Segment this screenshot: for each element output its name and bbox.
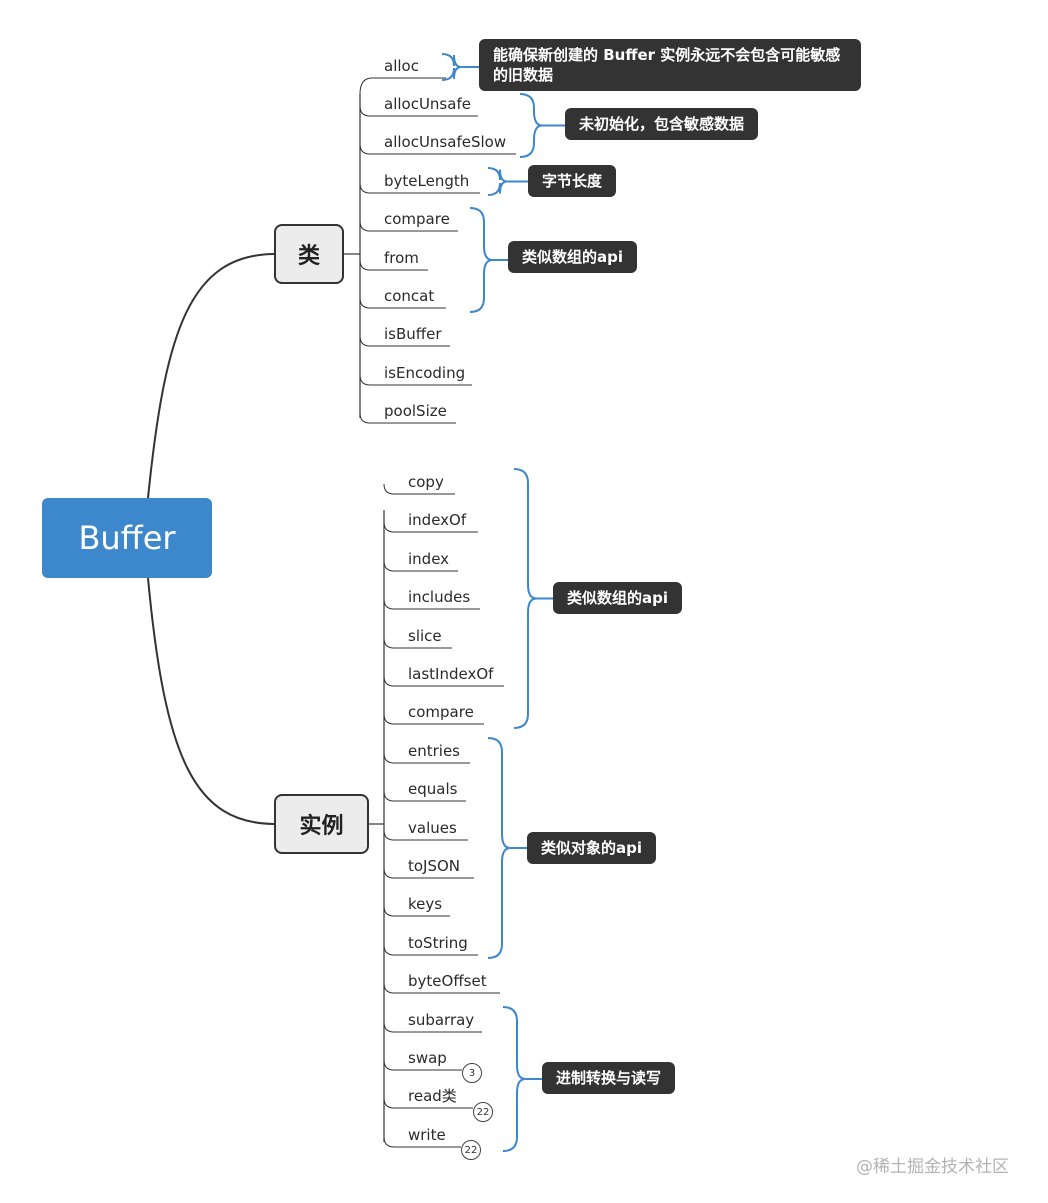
branch-node-class[interactable]: 类 xyxy=(274,224,344,284)
leaf-bytelength[interactable]: byteLength xyxy=(384,172,470,190)
leaf-allocunsafeslow[interactable]: allocUnsafeSlow xyxy=(384,133,507,151)
note-alloc-unsafe[interactable]: 未初始化，包含敏感数据 xyxy=(565,108,759,140)
leaf-index[interactable]: index xyxy=(408,550,450,568)
count-badge-swap[interactable]: 3 xyxy=(462,1063,482,1083)
note-instance-object-api[interactable]: 类似对象的api xyxy=(527,832,657,864)
leaf-underline-instance-12 xyxy=(383,944,478,956)
leaf-underline-instance-5 xyxy=(383,675,504,687)
root-node-label: Buffer xyxy=(78,519,176,557)
count-badge-read[interactable]: 22 xyxy=(473,1102,493,1122)
leaf-swap[interactable]: swap xyxy=(408,1049,447,1067)
count-badge-write[interactable]: 22 xyxy=(461,1140,481,1160)
bracket-bytelength xyxy=(487,167,508,196)
leaf-copy[interactable]: copy xyxy=(408,473,444,491)
leaf-includes[interactable]: includes xyxy=(408,588,471,606)
leaf-underline-instance-10 xyxy=(383,867,474,879)
note-class-array-api[interactable]: 类似数组的api xyxy=(508,241,638,273)
connector-root-class xyxy=(147,253,275,499)
leaf-isbuffer[interactable]: isBuffer xyxy=(384,325,442,343)
leaf-tostring[interactable]: toString xyxy=(408,934,468,952)
leaf-underline-instance-1 xyxy=(383,521,478,533)
leaf-underline-instance-13 xyxy=(383,982,500,994)
bracket-instance-conversion xyxy=(502,1006,526,1152)
leaf-tojson[interactable]: toJSON xyxy=(408,857,461,875)
leaf-underline-instance-11 xyxy=(383,905,450,917)
connector-root-instance xyxy=(147,577,275,825)
leaf-allocunsafe[interactable]: allocUnsafe xyxy=(384,95,471,113)
leaf-underline-class-7 xyxy=(359,335,450,347)
leaf-from[interactable]: from xyxy=(384,249,419,267)
leaf-equals[interactable]: equals xyxy=(408,780,458,798)
note-bytelength[interactable]: 字节长度 xyxy=(528,165,617,197)
leaf-underline-class-0 xyxy=(359,77,446,95)
leaf-byteoffset[interactable]: byteOffset xyxy=(408,972,487,990)
leaf-underline-instance-2 xyxy=(383,560,458,572)
leaf-underline-instance-16 xyxy=(383,1097,473,1109)
leaf-underline-instance-14 xyxy=(383,1021,482,1033)
leaf-underline-class-2 xyxy=(359,143,516,155)
leaf-alloc[interactable]: alloc xyxy=(384,57,419,75)
leaf-compare-instance[interactable]: compare xyxy=(408,703,474,721)
leaf-values[interactable]: values xyxy=(408,819,457,837)
bracket-instance-array-api xyxy=(513,468,537,729)
note-instance-conversion[interactable]: 进制转换与读写 xyxy=(542,1062,676,1094)
leaf-lastindexof[interactable]: lastIndexOf xyxy=(408,665,494,683)
leaf-isencoding[interactable]: isEncoding xyxy=(384,364,466,382)
branch-node-instance[interactable]: 实例 xyxy=(274,794,369,854)
leaf-underline-class-4 xyxy=(359,220,458,232)
bracket-alloc xyxy=(441,53,462,81)
note-alloc-safe[interactable]: 能确保新创建的 Buffer 实例永远不会包含可能敏感的旧数据 xyxy=(479,39,861,91)
leaf-slice[interactable]: slice xyxy=(408,627,442,645)
leaf-underline-class-9 xyxy=(359,412,456,424)
note-instance-array-api[interactable]: 类似数组的api xyxy=(553,582,683,614)
leaf-underline-class-3 xyxy=(359,182,480,194)
leaf-poolsize[interactable]: poolSize xyxy=(384,402,447,420)
leaf-underline-instance-15 xyxy=(383,1059,462,1071)
leaf-compare[interactable]: compare xyxy=(384,210,450,228)
bracket-class-array-api xyxy=(469,207,493,313)
leaf-underline-instance-9 xyxy=(383,829,468,841)
leaf-concat[interactable]: concat xyxy=(384,287,435,305)
leaf-read[interactable]: read类 xyxy=(408,1087,457,1105)
leaf-underline-instance-8 xyxy=(383,790,466,802)
bracket-alloc-unsafe xyxy=(519,93,543,158)
root-node-buffer[interactable]: Buffer xyxy=(42,498,212,578)
leaf-underline-class-6 xyxy=(359,297,446,309)
leaf-keys[interactable]: keys xyxy=(408,895,443,913)
leaf-underline-instance-7 xyxy=(383,752,470,764)
leaf-write[interactable]: write xyxy=(408,1126,446,1144)
leaf-underline-instance-4 xyxy=(383,637,452,649)
leaf-underline-class-1 xyxy=(359,105,478,117)
leaf-subarray[interactable]: subarray xyxy=(408,1011,475,1029)
leaf-underline-class-5 xyxy=(359,259,428,271)
bracket-instance-object-api xyxy=(487,737,511,959)
leaf-underline-class-8 xyxy=(359,374,472,386)
branch-node-instance-label: 实例 xyxy=(299,814,344,839)
leaf-underline-instance-17 xyxy=(383,1136,461,1148)
leaf-underline-instance-6 xyxy=(383,713,484,725)
watermark: @稀土掘金技术社区 xyxy=(856,1157,1009,1177)
leaf-indexof[interactable]: indexOf xyxy=(408,511,467,529)
leaf-entries[interactable]: entries xyxy=(408,742,460,760)
branch-node-class-label: 类 xyxy=(297,244,320,269)
leaf-underline-instance-3 xyxy=(383,598,480,610)
leaf-underline-instance-0 xyxy=(383,483,455,495)
